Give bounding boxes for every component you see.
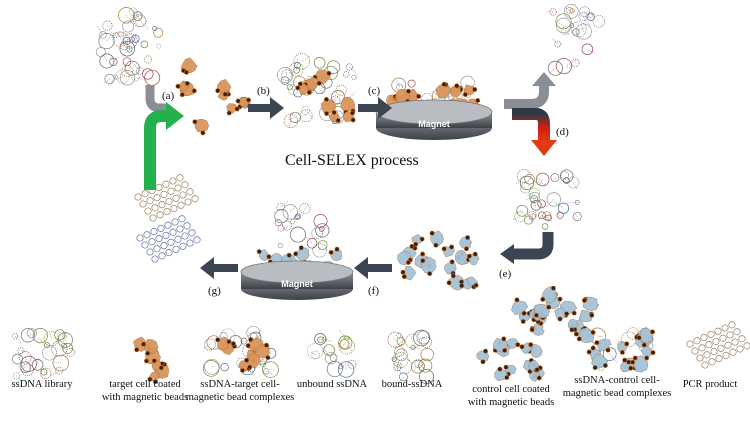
arrows bbox=[144, 72, 557, 279]
magnet-upper: Magnet bbox=[375, 99, 493, 140]
arrow-to-unbound bbox=[504, 84, 549, 109]
control-cells-f bbox=[397, 230, 480, 291]
legend-label: with magnetic beads bbox=[102, 392, 188, 403]
arrow-c-shaft bbox=[358, 104, 378, 112]
bound-ssdna-lower bbox=[274, 200, 330, 258]
arrow-f-shaft bbox=[368, 264, 392, 272]
arrow-d-red bbox=[512, 108, 550, 142]
legend-label: control cell coated bbox=[472, 384, 550, 395]
step-label-f: (f) bbox=[368, 285, 379, 297]
magnet-label: Magnet bbox=[418, 119, 450, 129]
arrow-g-head bbox=[200, 257, 214, 279]
arrow-c-head bbox=[378, 97, 392, 119]
step-label-e: (e) bbox=[499, 268, 512, 280]
legend-icon-control-complex bbox=[576, 325, 656, 373]
arrow-to-unbound-head bbox=[532, 72, 556, 86]
step-label-b: (b) bbox=[257, 85, 270, 97]
arrow-b-shaft bbox=[248, 104, 270, 112]
arrow-b-head bbox=[270, 97, 284, 119]
legend-label: magnetic bead complexes bbox=[186, 392, 294, 403]
legend-label: with magnetic beads bbox=[468, 397, 554, 408]
arrow-a-green bbox=[144, 110, 168, 190]
step-label-c: (c) bbox=[368, 85, 381, 97]
legend-label: PCR product bbox=[683, 379, 738, 390]
legend-icon-bound bbox=[387, 329, 434, 385]
step-label-a: (a) bbox=[162, 90, 175, 102]
arrow-f-head bbox=[354, 257, 368, 279]
eluted-ssdna-d bbox=[513, 169, 582, 230]
step-label-d: (d) bbox=[556, 126, 569, 138]
legend-icon-control-cell bbox=[476, 336, 545, 382]
legend-label: magnetic bead complexes bbox=[563, 388, 671, 399]
legend-icon-pcr-product bbox=[686, 321, 750, 369]
legend-label: ssDNA-target cell- bbox=[200, 379, 280, 390]
legend-label: bound-ssDNA bbox=[382, 379, 443, 390]
legend-icon-ssdna-library bbox=[12, 328, 75, 383]
legend-label: ssDNA-control cell- bbox=[574, 375, 660, 386]
magnet-label: Magnet bbox=[281, 279, 313, 289]
diagram-title: Cell-SELEX process bbox=[285, 152, 419, 169]
arrow-e bbox=[512, 232, 554, 260]
magnet-lower: Magnet bbox=[240, 260, 354, 300]
arrow-a-green-head bbox=[166, 102, 184, 130]
complex-cells-c bbox=[295, 69, 356, 124]
ssdna-structures bbox=[12, 4, 750, 385]
legend: ssDNA library target cell coated with ma… bbox=[12, 375, 738, 408]
pcr-product-left-1 bbox=[134, 174, 199, 222]
legend-icon-complex-cells bbox=[215, 336, 271, 373]
target-cells-b bbox=[175, 57, 252, 136]
legend-label: target cell coated bbox=[109, 379, 181, 390]
arrow-a-gray bbox=[145, 85, 168, 113]
arrow-g-shaft bbox=[214, 264, 238, 272]
step-label-g: (g) bbox=[208, 285, 221, 297]
legend-label: ssDNA library bbox=[12, 379, 74, 390]
cell-clusters bbox=[133, 57, 656, 385]
ssdna-library-top bbox=[95, 7, 164, 86]
legend-label: unbound ssDNA bbox=[297, 379, 368, 390]
unbound-ssdna-top bbox=[546, 4, 606, 76]
legend-icon-unbound bbox=[306, 329, 357, 378]
arrow-d-red-head bbox=[531, 140, 557, 156]
legend-icon-target-cell bbox=[133, 336, 170, 385]
pcr-product-left-2 bbox=[136, 215, 201, 263]
arrow-e-head bbox=[500, 244, 514, 264]
